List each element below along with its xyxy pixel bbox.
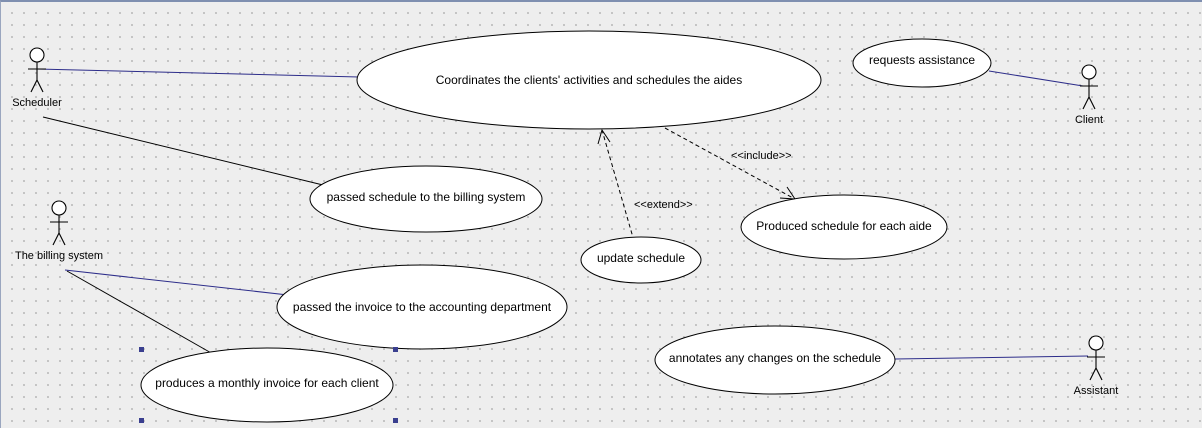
actor-figure-icon xyxy=(50,200,68,246)
actor-figure-icon xyxy=(1087,335,1105,381)
association-billing-passed-invoice[interactable] xyxy=(64,269,289,296)
actor-scheduler-label: Scheduler xyxy=(12,97,62,109)
selection-handles[interactable] xyxy=(139,347,398,423)
actor-client-label: Client xyxy=(1075,114,1103,126)
use-case-annotates-changes-label: annotates any changes on the schedule xyxy=(669,351,881,365)
use-case-coordinates[interactable]: Coordinates the clients' activities and … xyxy=(356,30,822,130)
actor-assistant[interactable]: Assistant xyxy=(1074,335,1119,397)
use-case-passed-schedule[interactable]: passed schedule to the billing system xyxy=(309,165,543,233)
association-client-requests-assistance[interactable] xyxy=(988,70,1084,87)
use-case-produced-schedule[interactable]: Produced schedule for each aide xyxy=(740,194,948,260)
use-case-annotates-changes[interactable]: annotates any changes on the schedule xyxy=(654,325,896,395)
actor-billing-system-label: The billing system xyxy=(15,250,103,262)
actor-billing-system[interactable]: The billing system xyxy=(15,200,103,262)
actor-figure-icon xyxy=(28,47,46,93)
include-dependency[interactable] xyxy=(664,127,796,200)
association-assistant-annotates-changes[interactable] xyxy=(894,355,1089,360)
actor-figure-icon xyxy=(1080,64,1098,110)
use-case-passed-schedule-label: passed schedule to the billing system xyxy=(327,190,526,204)
use-case-coordinates-label: Coordinates the clients' activities and … xyxy=(436,73,742,87)
use-case-produced-schedule-label: Produced schedule for each aide xyxy=(756,219,932,233)
use-case-update-schedule[interactable]: update schedule xyxy=(580,236,702,284)
include-stereotype: <<include>> xyxy=(731,150,792,162)
actor-client[interactable]: Client xyxy=(1075,64,1103,126)
actor-scheduler[interactable]: Scheduler xyxy=(12,47,62,109)
extend-dependency[interactable] xyxy=(597,128,635,242)
use-case-update-schedule-label: update schedule xyxy=(597,251,685,265)
association-scheduler-coordinates[interactable] xyxy=(36,68,360,78)
use-case-monthly-invoice-label: produces a monthly invoice for each clie… xyxy=(155,376,379,390)
actor-assistant-label: Assistant xyxy=(1074,385,1119,397)
use-case-requests-assistance-label: requests assistance xyxy=(869,53,975,67)
association-billing-monthly-invoice[interactable] xyxy=(66,270,214,355)
extend-stereotype: <<extend>> xyxy=(634,199,693,211)
association-scheduler-passed-schedule[interactable] xyxy=(42,116,324,186)
use-case-monthly-invoice[interactable]: produces a monthly invoice for each clie… xyxy=(140,347,394,423)
use-case-requests-assistance[interactable]: requests assistance xyxy=(852,38,992,88)
use-case-passed-invoice[interactable]: passed the invoice to the accounting dep… xyxy=(276,264,568,350)
use-case-passed-invoice-label: passed the invoice to the accounting dep… xyxy=(293,300,552,314)
